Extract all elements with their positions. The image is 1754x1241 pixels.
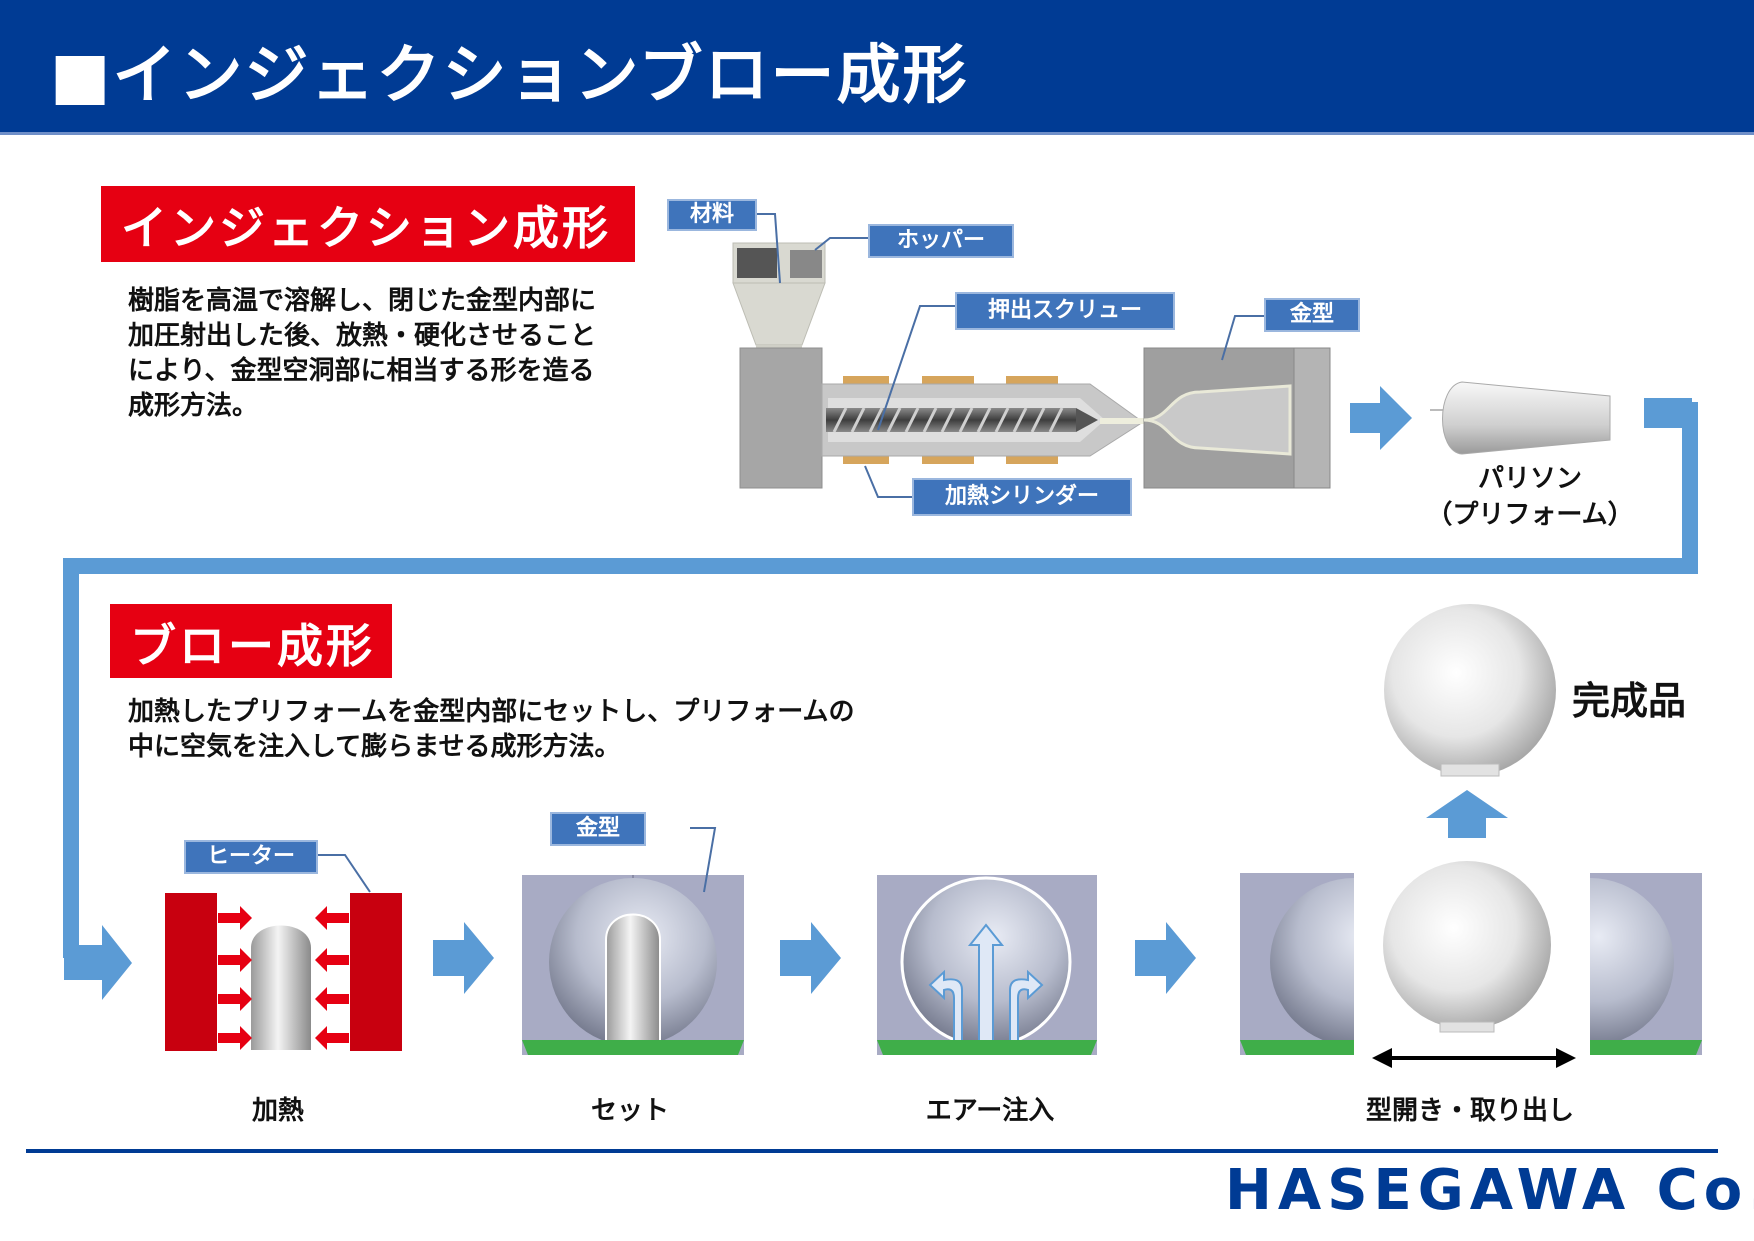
blow-description: 加熱したプリフォームを金型内部にセットし、プリフォームの中に空気を注入して膨らま… <box>128 697 855 762</box>
blow-section-title: ブロー成形 <box>110 604 392 678</box>
air-injection-illustration <box>877 875 1097 1055</box>
header-bar <box>0 0 1754 135</box>
parison-sublabel: （プリフォーム） <box>1426 500 1634 530</box>
label-hopper: ホッパー <box>868 224 1014 258</box>
company-logo: HASEGAWA Co. <box>1225 1158 1754 1223</box>
label-cylinder: 加熱シリンダー <box>912 478 1132 516</box>
page-title: ■インジェクションブロー成形 <box>50 39 969 113</box>
injection-leader-lines <box>757 213 1264 498</box>
step-caption-heating: 加熱 <box>251 1096 304 1126</box>
set-illustration <box>522 827 744 1055</box>
step-caption-mold-open: 型開き・取り出し <box>1365 1096 1574 1126</box>
arrow-to-air <box>780 922 841 994</box>
injection-section-title: インジェクション成形 <box>101 186 635 262</box>
label-blow-mold: 金型 <box>550 812 646 846</box>
label-heater: ヒーター <box>184 840 318 874</box>
label-material: 材料 <box>667 199 757 231</box>
arrow-into-heating <box>64 925 132 1000</box>
arrow-to-set <box>433 922 494 994</box>
label-screw: 押出スクリュー <box>955 292 1175 330</box>
step-caption-air-injection: エアー注入 <box>925 1096 1055 1126</box>
heating-illustration <box>165 854 402 1051</box>
parison-label: パリソン <box>1477 464 1582 494</box>
parison-shape <box>1430 381 1611 455</box>
injection-machine <box>732 242 1331 489</box>
step-caption-set: セット <box>590 1096 669 1126</box>
mold-open-illustration <box>1240 861 1702 1068</box>
footer-divider <box>26 1149 1718 1153</box>
finished-product-illustration <box>1384 604 1556 777</box>
finished-product-label: 完成品 <box>1572 679 1687 723</box>
injection-description: 樹脂を高温で溶解し、閉じた金型内部に加圧射出した後、放熱・硬化させることにより、… <box>128 286 597 421</box>
arrow-to-parison <box>1350 386 1412 450</box>
arrow-to-product <box>1426 790 1508 838</box>
label-mold: 金型 <box>1264 298 1360 332</box>
arrow-to-open <box>1135 922 1196 994</box>
